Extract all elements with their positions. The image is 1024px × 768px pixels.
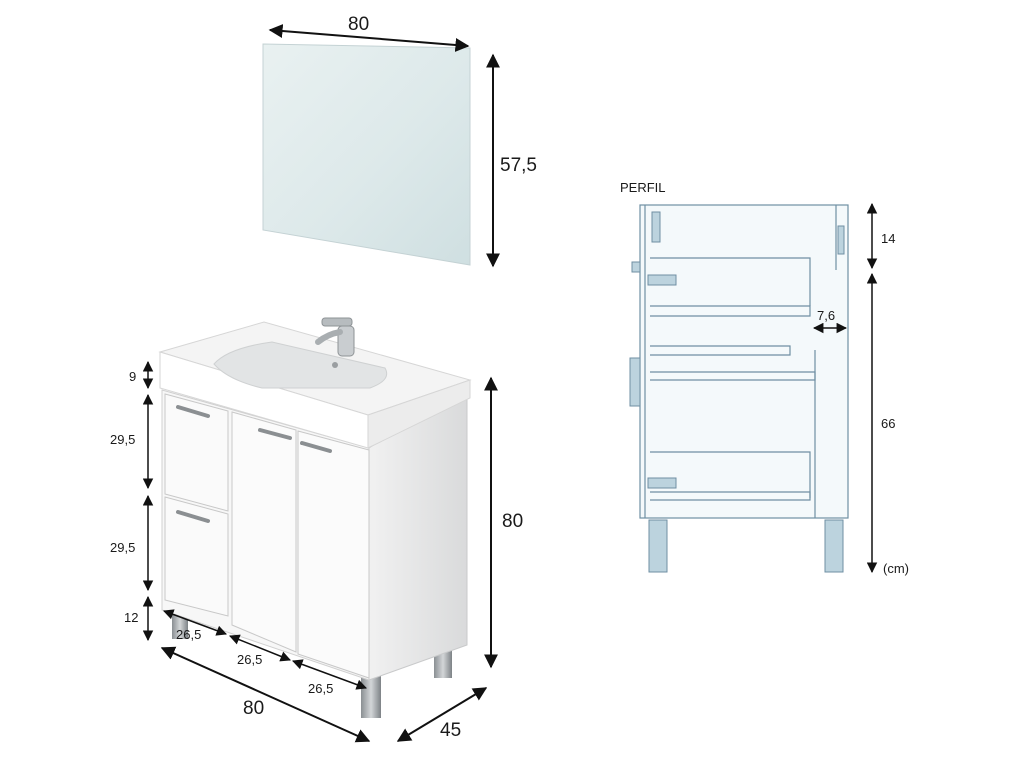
profile-unit-label: (cm)	[883, 561, 909, 576]
profile-leg-front	[824, 519, 844, 573]
profile-view: PERFIL 7,6 14 66 (cm)	[620, 180, 909, 576]
profile-rail-1	[650, 345, 791, 356]
faucet	[315, 317, 355, 357]
left-height-label-2: 29,5	[110, 432, 135, 447]
cabinet-height-label: 80	[502, 511, 523, 532]
door-width-label-2: 26,5	[237, 652, 262, 667]
cabinet-dimensions: 9 29,5 29,5 12 80 26,5 26,5 26,5 80 45	[110, 360, 523, 743]
profile-offset-label: 7,6	[817, 308, 835, 323]
drawer-bottom-handle	[176, 510, 210, 523]
drawer-top	[164, 393, 229, 512]
profile-drawer-2-base	[650, 491, 811, 501]
door-width-label-3: 26,5	[308, 681, 333, 696]
profile-drawer-1	[650, 257, 811, 306]
basin-side-edge	[367, 379, 471, 449]
vanity-cabinet	[158, 317, 472, 718]
profile-slide-2	[647, 477, 677, 489]
cabinet-leg-front-right	[361, 676, 381, 718]
profile-drawer-1-base	[650, 305, 811, 317]
profile-wall-hook	[631, 261, 641, 273]
profile-body-label: 66	[881, 416, 895, 431]
left-height-label-1: 9	[129, 369, 136, 384]
mirror-height-label: 57,5	[500, 155, 537, 176]
basin-bowl	[213, 341, 388, 389]
mirror-width-label: 80	[348, 14, 369, 35]
door-right-handle	[300, 441, 332, 453]
profile-top-label: 14	[881, 231, 895, 246]
profile-slide-1	[647, 274, 677, 286]
mirror-width-dimension	[268, 24, 470, 52]
left-height-label-3: 29,5	[110, 540, 135, 555]
profile-title: PERFIL	[620, 180, 666, 195]
drawer-bottom	[164, 496, 229, 617]
door-left	[231, 411, 297, 653]
profile-cabinet-outline	[639, 204, 849, 519]
profile-fixing	[651, 211, 661, 243]
dimension-cabinet-depth	[396, 687, 488, 742]
mirror: 80 57,5	[262, 14, 537, 268]
cabinet-width-label: 80	[243, 698, 264, 719]
profile-drawer-2	[650, 451, 811, 498]
mirror-glass	[262, 43, 471, 266]
profile-wall-bracket	[629, 357, 641, 407]
profile-leg-back	[648, 519, 668, 573]
dimension-cabinet-width	[160, 646, 371, 743]
door-right	[297, 430, 370, 679]
door-left-handle	[258, 428, 292, 440]
door-width-label-1: 26,5	[176, 627, 201, 642]
profile-front-fixing	[837, 225, 845, 255]
cabinet-depth-label: 45	[440, 720, 461, 741]
dimension-door-width-1	[163, 609, 227, 636]
left-height-label-4: 12	[124, 610, 138, 625]
drawer-top-handle	[176, 405, 210, 418]
profile-shelf	[650, 371, 816, 381]
basin-drain	[332, 362, 338, 368]
